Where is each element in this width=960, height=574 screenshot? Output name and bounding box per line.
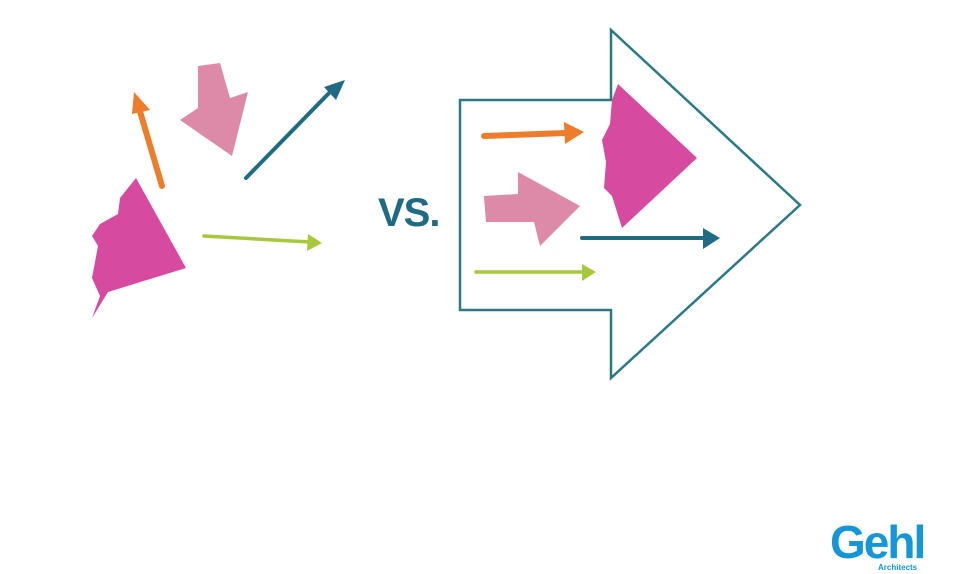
big-outline-arrow xyxy=(458,27,802,381)
right-green-arrow xyxy=(474,264,596,281)
logo-wordmark: Gehl xyxy=(830,516,924,568)
logo-subtitle: Architects xyxy=(878,563,918,572)
right-aligned-group xyxy=(458,27,802,381)
vs-label: VS. xyxy=(378,191,439,235)
gehl-logo: Gehl Architects xyxy=(830,516,926,572)
left-magenta-triangle xyxy=(92,178,186,318)
right-magenta-triangle xyxy=(602,84,697,228)
left-pink-block-arrow xyxy=(180,63,248,156)
left-teal-arrow xyxy=(244,80,345,180)
right-orange-arrow xyxy=(481,122,584,144)
right-teal-arrow xyxy=(580,228,720,249)
left-orange-arrow xyxy=(132,92,165,189)
right-pink-block-arrow xyxy=(484,172,580,246)
left-green-arrow xyxy=(202,234,322,251)
left-scattered-group xyxy=(92,63,345,318)
